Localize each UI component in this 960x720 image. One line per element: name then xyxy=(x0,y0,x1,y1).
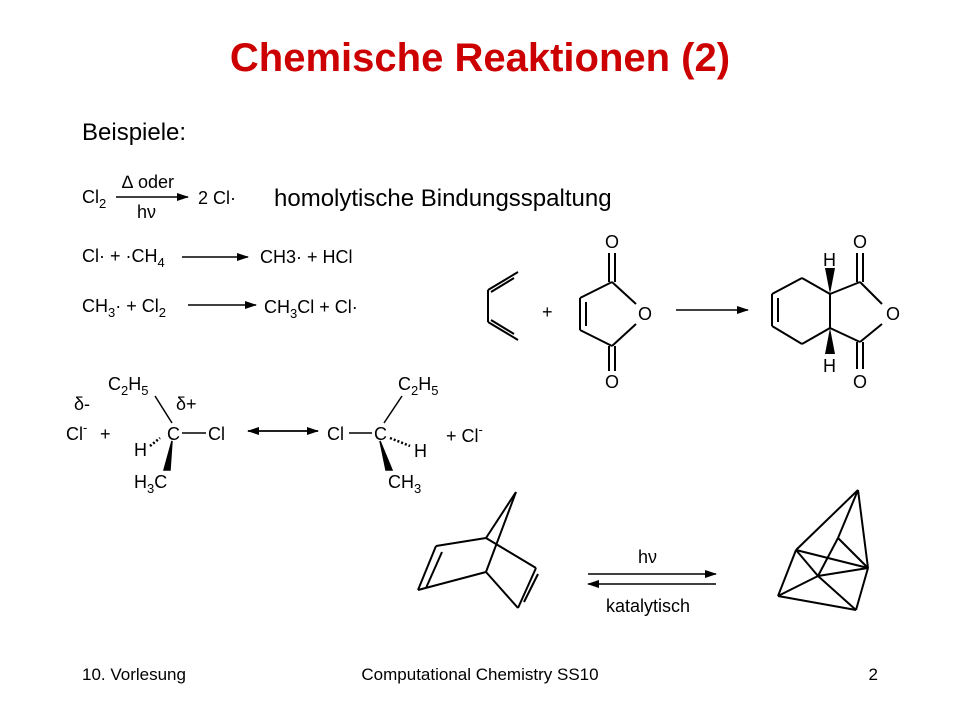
sn2-reaction: δ- δ+ Cl- + C2H5 H C Cl H3C Cl C H C2H5 … xyxy=(66,374,483,496)
chloride-nucleophile: Cl- xyxy=(66,420,87,444)
photo-condition-bottom: katalytisch xyxy=(606,596,690,616)
anhydride-o-ring: O xyxy=(638,304,652,324)
reaction-chlorine-homolysis: Cl2 ∆ oder hν 2 Cl· xyxy=(82,172,236,222)
norbornadiene-quadricyclane xyxy=(417,489,869,611)
sn2-cl-leaving: Cl xyxy=(208,424,225,444)
delta-plus: δ+ xyxy=(176,394,197,414)
footer-lecture: 10. Vorlesung xyxy=(82,665,186,684)
diels-alder-product xyxy=(771,253,883,369)
r2-left: Cl· + ·CH4 xyxy=(82,246,165,270)
diels-alder-plus: + xyxy=(542,302,553,322)
product-h-top: H xyxy=(823,250,836,270)
reaction-methane-chlorination-2: CH3· + Cl2 CH3Cl + Cl· xyxy=(82,296,358,321)
r1-condition-top: ∆ oder xyxy=(122,172,174,192)
diels-alder-reaction: + O O O xyxy=(487,232,900,392)
r2-right: CH3· + HCl xyxy=(260,247,353,267)
sn2-h-right: H xyxy=(414,441,427,461)
examples-label: Beispiele: xyxy=(82,119,187,146)
r1-reactant: Cl2 xyxy=(82,187,106,211)
sn2-carbon-left: C xyxy=(167,424,180,444)
butadiene xyxy=(487,271,519,341)
r3-right: CH3Cl + Cl· xyxy=(264,297,358,321)
ethyl-group-left: C2H5 xyxy=(108,374,148,398)
chloride-leaving-group: + Cl- xyxy=(446,422,483,446)
product-o-bottom: O xyxy=(853,372,867,392)
ethyl-group-right: C2H5 xyxy=(398,374,438,398)
product-o-top: O xyxy=(853,232,867,252)
maleic-anhydride xyxy=(579,253,637,371)
slide-title: Chemische Reaktionen (2) xyxy=(229,36,731,80)
product-h-bottom: H xyxy=(823,356,836,376)
norbornadiene xyxy=(417,491,539,609)
r1-product: 2 Cl· xyxy=(198,188,236,208)
footer-page-number: 2 xyxy=(868,665,878,684)
sn2-h-left: H xyxy=(134,440,147,460)
delta-minus: δ- xyxy=(74,394,90,414)
reaction-methane-chlorination-1: Cl· + ·CH4 CH3· + HCl xyxy=(82,246,353,270)
r3-left: CH3· + Cl2 xyxy=(82,296,166,320)
anhydride-o-bottom: O xyxy=(605,372,619,392)
methyl-group-right: CH3 xyxy=(388,472,421,496)
methyl-group-left: H3C xyxy=(134,472,167,496)
product-o-ring: O xyxy=(886,304,900,324)
sn2-carbon-right: C xyxy=(374,424,387,444)
sn2-plus: + xyxy=(100,424,111,444)
photo-condition-top: hν xyxy=(638,547,657,567)
homolytic-cleavage-label: homolytische Bindungsspaltung xyxy=(274,185,612,212)
footer-course: Computational Chemistry SS10 xyxy=(361,665,599,684)
r1-condition-bottom: hν xyxy=(137,202,156,222)
sn2-cl-entered: Cl xyxy=(327,424,344,444)
anhydride-o-top: O xyxy=(605,232,619,252)
quadricyclane xyxy=(777,489,869,611)
